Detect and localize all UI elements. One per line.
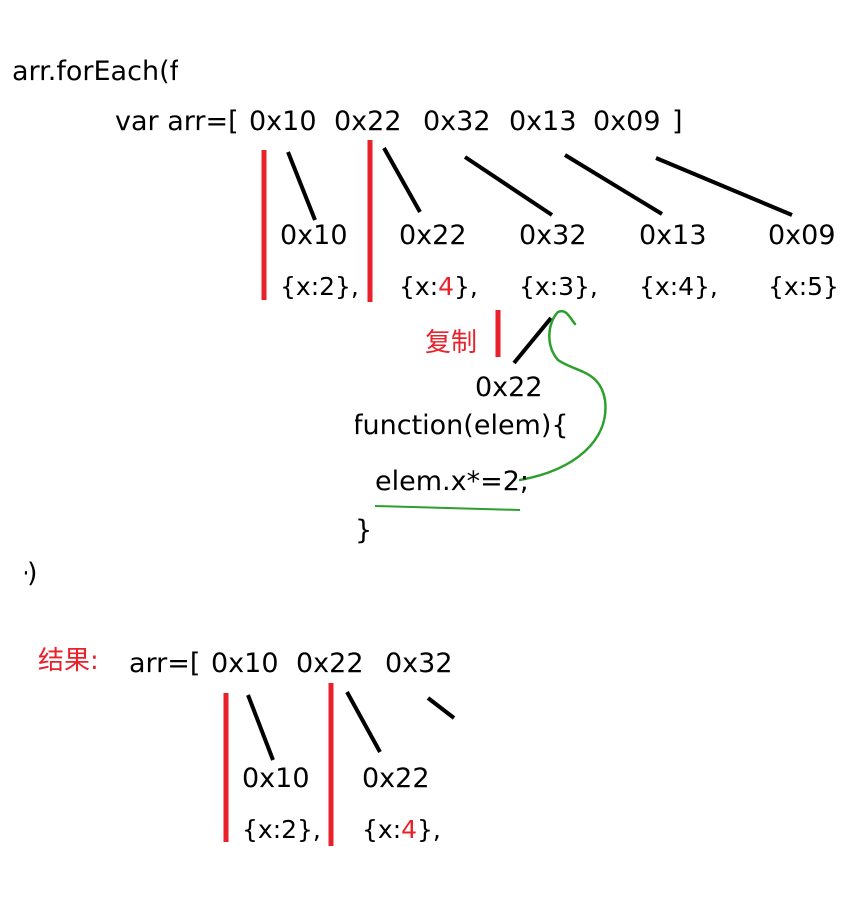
pointer-line bbox=[426, 696, 456, 720]
heap-object: {x:3}, bbox=[519, 272, 598, 301]
array-address: 0x32 bbox=[423, 106, 491, 137]
heap-object: {x:2}, bbox=[280, 272, 359, 301]
callback-signature: function(elem){ bbox=[355, 412, 569, 439]
result-label: 结果: bbox=[38, 646, 99, 676]
result-array-address: 0x22 bbox=[296, 648, 364, 679]
heap-object: {x:4}, bbox=[399, 272, 478, 301]
arrow-green bbox=[518, 309, 607, 482]
array-address: 0x09 bbox=[593, 106, 661, 137]
heap-address: 0x22 bbox=[399, 220, 467, 251]
heap-address: 0x09 bbox=[768, 220, 836, 251]
copy-label: 复制 bbox=[425, 328, 478, 358]
array-bracket-close: ] bbox=[672, 106, 683, 137]
result-heap-object: {x:4}, bbox=[362, 815, 441, 844]
pointer-line bbox=[345, 691, 382, 753]
heap-object: {x:5} bbox=[768, 272, 839, 301]
callback-close: } bbox=[355, 515, 373, 546]
callback-body: elem.x*=2; bbox=[375, 466, 529, 497]
param-address: 0x22 bbox=[475, 372, 543, 403]
result-array-prefix: arr=[ bbox=[129, 648, 201, 679]
result-heap-address: 0x10 bbox=[242, 763, 310, 794]
pointer-line bbox=[512, 316, 553, 365]
result-array-address: 0x10 bbox=[211, 648, 279, 679]
pointer-line bbox=[463, 155, 554, 217]
foreach-call: arr.forEach(f bbox=[12, 56, 178, 87]
heap-address: 0x13 bbox=[639, 220, 707, 251]
result-array-address: 0x32 bbox=[385, 648, 453, 679]
pointer-line bbox=[246, 694, 275, 761]
underline-green bbox=[374, 505, 521, 511]
pointer-line bbox=[286, 151, 317, 221]
heap-address: 0x32 bbox=[519, 220, 587, 251]
result-heap-object: {x:2}, bbox=[242, 815, 321, 844]
array-address: 0x22 bbox=[334, 106, 402, 137]
pointer-line bbox=[563, 153, 664, 216]
foreach-close: ·) bbox=[22, 558, 38, 589]
heap-object: {x:4}, bbox=[639, 272, 718, 301]
array-address: 0x10 bbox=[249, 106, 317, 137]
pointer-line bbox=[382, 147, 422, 213]
heap-address: 0x10 bbox=[280, 220, 348, 251]
array-address: 0x13 bbox=[509, 106, 577, 137]
array-declaration-prefix: var arr=[ bbox=[115, 106, 239, 137]
result-heap-address: 0x22 bbox=[362, 763, 430, 794]
pointer-line bbox=[655, 156, 793, 217]
